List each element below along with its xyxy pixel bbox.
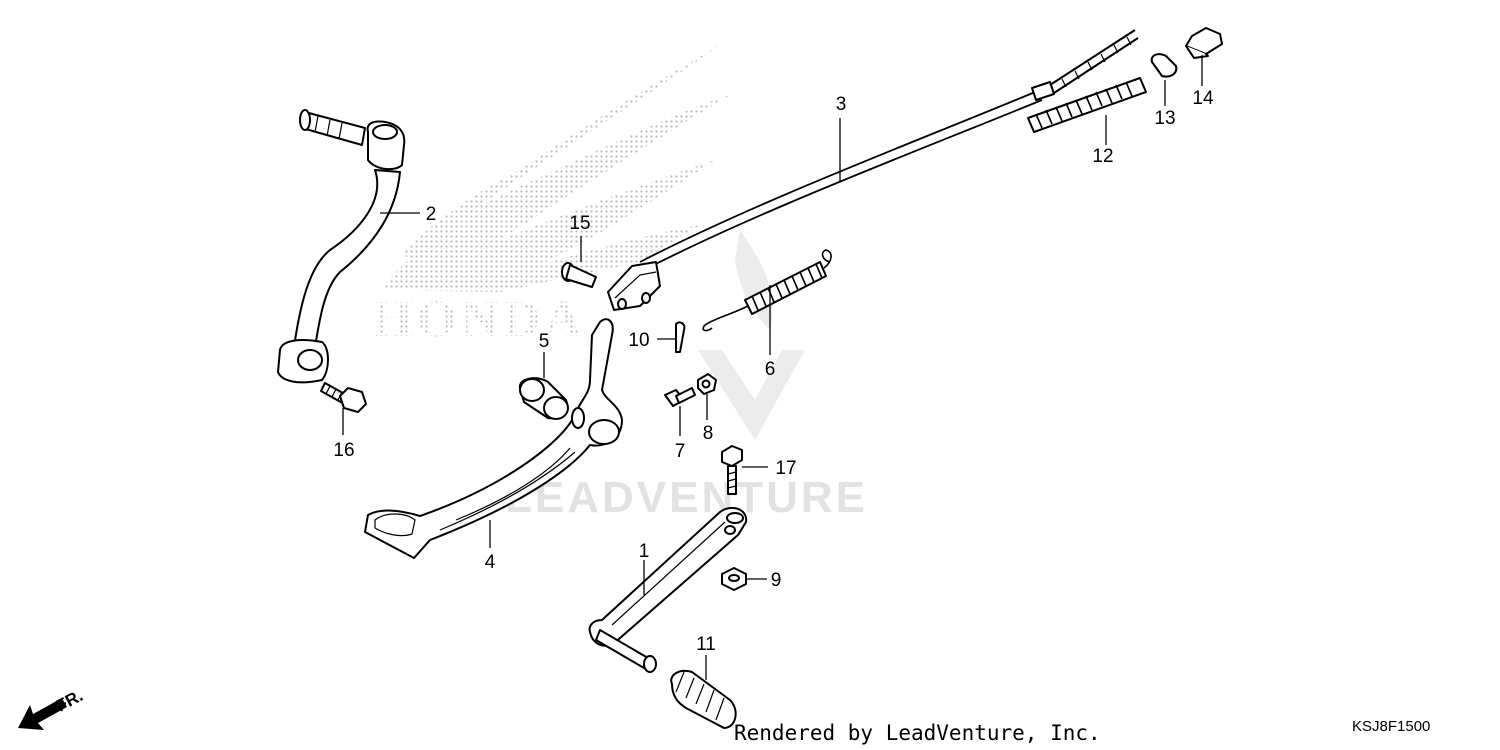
callout-7[interactable]: 7	[675, 441, 686, 462]
callout-16[interactable]: 16	[333, 440, 354, 461]
callout-17[interactable]: 17	[775, 458, 796, 479]
honda-logo-text: HONDA	[372, 291, 586, 348]
leadventure-watermark: LEADVENTURE	[505, 230, 868, 522]
cotter-pin-10[interactable]	[675, 321, 686, 353]
pin-15[interactable]	[561, 262, 597, 288]
front-direction-indicator: FR.	[18, 686, 86, 730]
leader-lines	[342, 55, 1203, 680]
step-arm[interactable]	[588, 506, 748, 673]
brake-pedal[interactable]	[364, 318, 623, 559]
callout-9[interactable]: 9	[771, 570, 782, 591]
return-spring-6[interactable]	[702, 249, 832, 332]
callout-12[interactable]: 12	[1092, 146, 1113, 167]
bolt-7[interactable]	[664, 387, 696, 407]
callout-5[interactable]: 5	[539, 331, 550, 352]
arrow-front-icon	[18, 698, 67, 730]
callout-14[interactable]: 14	[1192, 88, 1214, 109]
bushing-5[interactable]	[518, 377, 569, 420]
callout-11[interactable]: 11	[696, 634, 716, 655]
render-credit: Rendered by LeadVenture, Inc.	[734, 721, 1101, 745]
callout-6[interactable]: 6	[765, 359, 776, 380]
diagram-code: KSJ8F1500	[1352, 718, 1430, 735]
callout-2[interactable]: 2	[426, 204, 437, 225]
callout-1[interactable]: 1	[639, 541, 650, 562]
bolt-16[interactable]	[320, 382, 367, 413]
honda-wing-watermark: HONDA	[372, 45, 730, 348]
callout-8[interactable]: 8	[703, 423, 714, 444]
callout-3[interactable]: 3	[836, 94, 847, 115]
flange-bolt-17[interactable]	[721, 445, 743, 495]
callout-labels: 1 2 3 4 5 6 7 8 9 10 11 12 13 14 15 16 1…	[333, 88, 1214, 655]
leadventure-text: LEADVENTURE	[505, 473, 868, 522]
callout-10[interactable]: 10	[628, 330, 649, 351]
collar-13[interactable]	[1150, 53, 1178, 78]
spring-12[interactable]	[1027, 77, 1147, 133]
nut-14[interactable]	[1185, 27, 1223, 59]
nut-8[interactable]	[697, 373, 717, 395]
kick-starter-arm[interactable]	[277, 109, 406, 384]
callout-13[interactable]: 13	[1154, 108, 1175, 129]
nut-9[interactable]	[721, 567, 747, 591]
callout-4[interactable]: 4	[485, 552, 496, 573]
callout-15[interactable]: 15	[569, 213, 590, 234]
rubber-grip-11[interactable]	[670, 669, 737, 729]
